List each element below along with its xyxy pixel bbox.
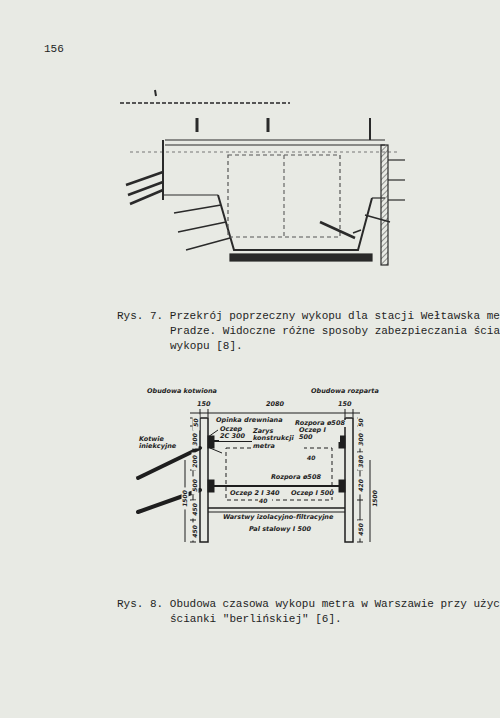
- dimension: 1500: [182, 487, 189, 509]
- part-label: Oczep I 500: [290, 490, 336, 497]
- figure-caption: Rys. 7. Przekrój poprzeczny wykopu dla s…: [117, 309, 500, 354]
- dimension: 1500: [372, 487, 379, 509]
- dimension: 200: [192, 452, 199, 470]
- dimension: 2080: [265, 401, 289, 408]
- dimension: 50: [193, 414, 200, 430]
- part-label: Pal stalowy I 500: [248, 526, 324, 533]
- part-label: Oczep 2 I 340: [229, 490, 285, 497]
- part-label: Oczep I 500: [298, 427, 340, 442]
- part-label: Rozpora ø508: [270, 474, 324, 481]
- part-label: Oczep 2C 300: [219, 426, 253, 441]
- dimension: 450: [192, 500, 199, 518]
- dimension: 300: [192, 430, 199, 448]
- dimension: 450: [358, 520, 365, 538]
- part-label: Obudowa kotwiona: [146, 388, 218, 395]
- part-label: Opinka drewniana: [215, 417, 297, 424]
- dimension: 150: [337, 401, 355, 408]
- part-label: Warstwy izolacyjno-filtracyjne: [222, 514, 344, 521]
- dimension: 300: [358, 430, 365, 448]
- dimension: 500: [192, 476, 199, 494]
- part-label: Zarys konstrukcji metra: [252, 428, 304, 450]
- page-number: 156: [44, 43, 84, 56]
- dimension: 50: [358, 414, 365, 430]
- dimension: 40: [258, 498, 272, 505]
- dimension: 40: [306, 455, 320, 462]
- dimension: 380: [358, 452, 365, 470]
- dimension: 150: [196, 401, 214, 408]
- part-label: Obudowa rozparta: [310, 388, 382, 395]
- dimension: 420: [358, 476, 365, 494]
- dimension: 450: [192, 522, 199, 540]
- part-label: Kotwie iniekcyjne: [138, 436, 180, 451]
- figure-caption: Rys. 8. Obudowa czasowa wykopu metra w W…: [117, 597, 500, 627]
